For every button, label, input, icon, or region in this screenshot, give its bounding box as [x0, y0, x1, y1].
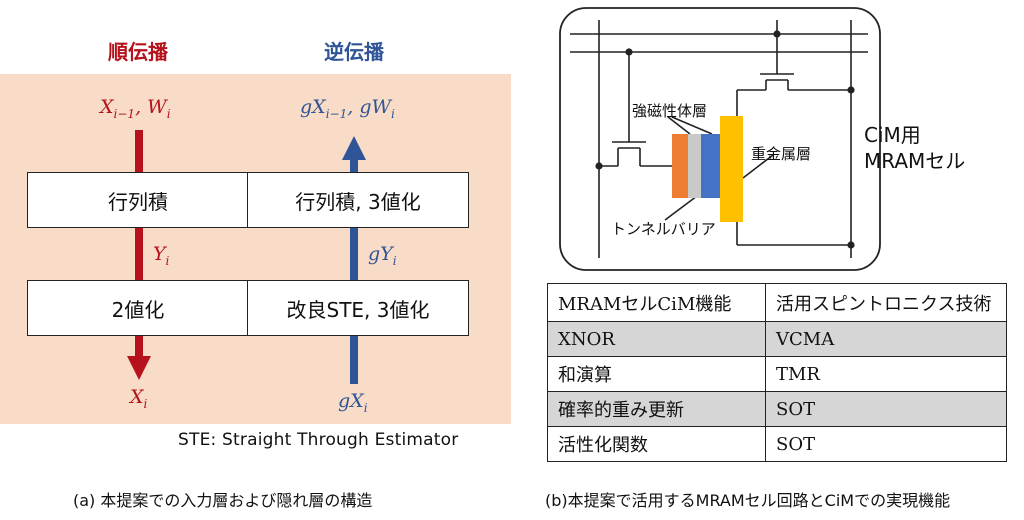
fwd-out-x: X: [130, 386, 144, 408]
fwd-mid-y-sub: i: [165, 253, 170, 268]
backward-propagation-header: 逆伝播: [324, 40, 384, 64]
ste-footnote: STE: Straight Through Estimator: [178, 430, 459, 450]
table-cell-technology: SOT: [765, 426, 1007, 462]
fwd-input-w: W: [147, 96, 167, 118]
table-cell-function: 確率的重み更新: [547, 391, 766, 427]
cim-mram-cell-label: CiM用 MRAMセル: [864, 122, 965, 174]
fwd-input-x: X: [100, 96, 114, 118]
table-cell-function: 和演算: [547, 356, 766, 392]
table-row: 和演算 TMR: [547, 356, 1007, 392]
forward-matmul-box: 行列積: [27, 172, 249, 228]
table-header-technology: 活用スピントロニクス技術: [765, 283, 1007, 322]
table-header-function: MRAMセルCiM機能: [547, 283, 766, 322]
backward-mid-label: gYi: [368, 243, 397, 268]
bwd-output-sep: ,: [347, 96, 360, 118]
tunnel-barrier-label: トンネルバリア: [611, 220, 716, 238]
bwd-output-gx-sub: i−1: [325, 106, 348, 121]
table-row: 活性化関数 SOT: [547, 426, 1007, 462]
bwd-mid-gy-sub: i: [392, 253, 397, 268]
table-row: 確率的重み更新 SOT: [547, 391, 1007, 427]
table-cell-technology: TMR: [765, 356, 1007, 392]
caption-a: (a) 本提案での入力層および隠れ層の構造: [73, 491, 373, 510]
circuit-wires: [570, 20, 868, 258]
forward-output-label: Xi: [130, 386, 147, 411]
table-cell-technology: VCMA: [765, 321, 1007, 357]
table-cell-function: 活性化関数: [547, 426, 766, 462]
tunnel-barrier: [688, 134, 701, 198]
table-cell-technology: SOT: [765, 391, 1007, 427]
forward-propagation-header: 順伝播: [108, 40, 168, 64]
forward-mid-label: Yi: [153, 243, 169, 268]
backward-output-label: gXi−1, gWi: [300, 96, 395, 121]
free-layer: [672, 134, 688, 198]
backward-improved-ste-box: 改良STE, 3値化: [247, 280, 469, 336]
fwd-input-sep: ,: [135, 96, 148, 118]
fwd-out-x-sub: i: [143, 396, 148, 411]
forward-input-label: Xi−1, Wi: [100, 96, 171, 121]
forward-arrow: [127, 130, 151, 380]
table-cell-function: XNOR: [547, 321, 766, 357]
bwd-in-gx-sub: i: [363, 400, 368, 415]
panel-a-background: [0, 74, 511, 424]
caption-b: (b)本提案で活用するMRAMセル回路とCiMでの実現機能: [545, 491, 951, 510]
table-row: XNOR VCMA: [547, 321, 1007, 357]
heavy-metal-layer: [720, 116, 743, 222]
heavy-metal-layer-label: 重金属層: [751, 145, 812, 163]
fwd-mid-y: Y: [153, 243, 166, 265]
fwd-input-x-sub: i−1: [113, 106, 136, 121]
bwd-in-gx: gX: [338, 390, 364, 412]
bwd-output-gw: gW: [359, 96, 392, 118]
cim-function-table: MRAMセルCiM機能 活用スピントロニクス技術 XNOR VCMA 和演算 T…: [547, 283, 1007, 462]
cim-label-line2: MRAMセル: [864, 149, 966, 173]
ferromagnetic-layer-label: 強磁性体層: [632, 102, 708, 120]
backward-matmul-ternarize-box: 行列積, 3値化: [247, 172, 469, 228]
cim-label-line1: CiM用: [864, 123, 921, 147]
table-header-row: MRAMセルCiM機能 活用スピントロニクス技術: [547, 283, 1007, 322]
bwd-mid-gy: gY: [368, 243, 393, 265]
circuit-nodes: [595, 30, 855, 249]
forward-binarize-box: 2値化: [27, 280, 249, 336]
backward-arrow: [342, 136, 366, 384]
bwd-output-gx: gX: [300, 96, 326, 118]
bwd-output-gw-sub: i: [391, 106, 395, 121]
backward-input-label: gXi: [338, 390, 368, 415]
fwd-input-w-sub: i: [166, 106, 171, 121]
fixed-layer: [701, 134, 720, 198]
